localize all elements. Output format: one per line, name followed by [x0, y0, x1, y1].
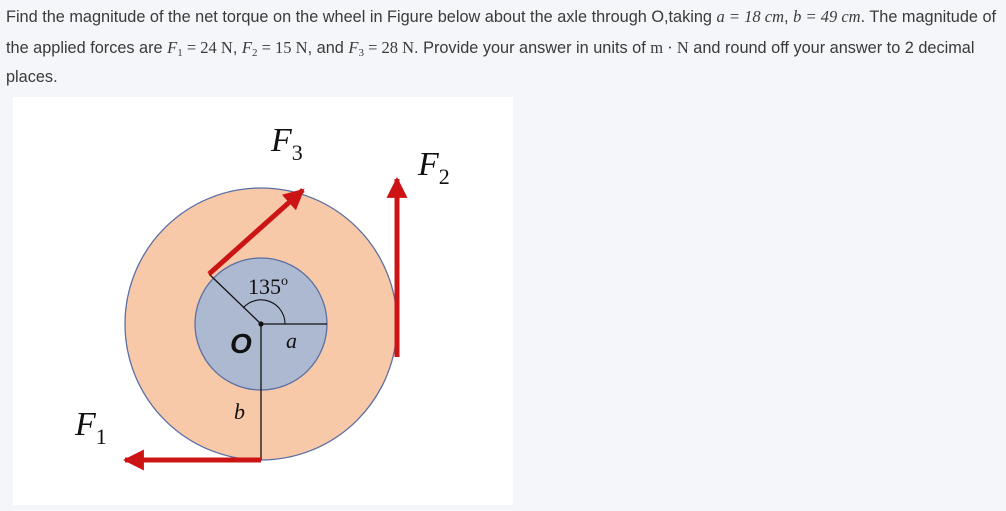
- question-text: Find the magnitude of the net torque on …: [6, 7, 997, 87]
- axle-center: [258, 321, 264, 327]
- unit-expression: m · N: [650, 37, 689, 57]
- question-part-2: . The magnitude of the applied forces ar…: [6, 8, 997, 57]
- f2-expression: F2 = 15 N: [241, 37, 308, 59]
- b-expression-text: b = 49 cm: [793, 7, 861, 26]
- b-label: b: [234, 399, 245, 424]
- question-part-1: Find the magnitude of the net torque on …: [6, 8, 712, 26]
- f2-value: = 15 N: [257, 37, 308, 57]
- question-part-4: . Provide your answer in units of: [414, 38, 646, 57]
- wheel-figure: F3 F2 F1 135o O a b: [13, 97, 513, 505]
- a-expression-text: a = 18 cm: [716, 7, 785, 26]
- label-f3: F3: [270, 122, 303, 165]
- f3-subscript: 3: [358, 46, 364, 59]
- radius-f3-line: [208, 273, 262, 325]
- f1-expression: F1 = 24 N: [167, 37, 233, 59]
- question-part-5: and round off your answer to 2 decimal p…: [6, 38, 975, 87]
- separator: ,: [784, 8, 794, 26]
- f3-value: = 28 N: [363, 37, 415, 57]
- f1-value: = 24 N: [182, 37, 233, 57]
- wheel-diagram: F3 F2 F1 135o O a b: [74, 122, 450, 471]
- label-f1: F1: [74, 406, 107, 449]
- angle-arc: [242, 299, 286, 325]
- f1-subscript: 1: [177, 46, 183, 59]
- label-f2: F2: [417, 146, 450, 189]
- force-f3-arrow: [207, 188, 305, 276]
- b-expression: b = 49 cm: [793, 7, 861, 26]
- f1-symbol: F: [167, 37, 178, 57]
- a-expression: a = 18 cm: [717, 7, 785, 26]
- f2-symbol: F: [241, 37, 252, 57]
- angle-label: 135o: [248, 274, 288, 299]
- f3-symbol: F: [348, 37, 359, 57]
- f3-expression: F3 = 28 N: [348, 37, 415, 59]
- question-part-3: , and: [307, 38, 344, 57]
- origin-label: O: [230, 328, 252, 359]
- f2-subscript: 2: [251, 46, 258, 59]
- a-label: a: [286, 328, 297, 353]
